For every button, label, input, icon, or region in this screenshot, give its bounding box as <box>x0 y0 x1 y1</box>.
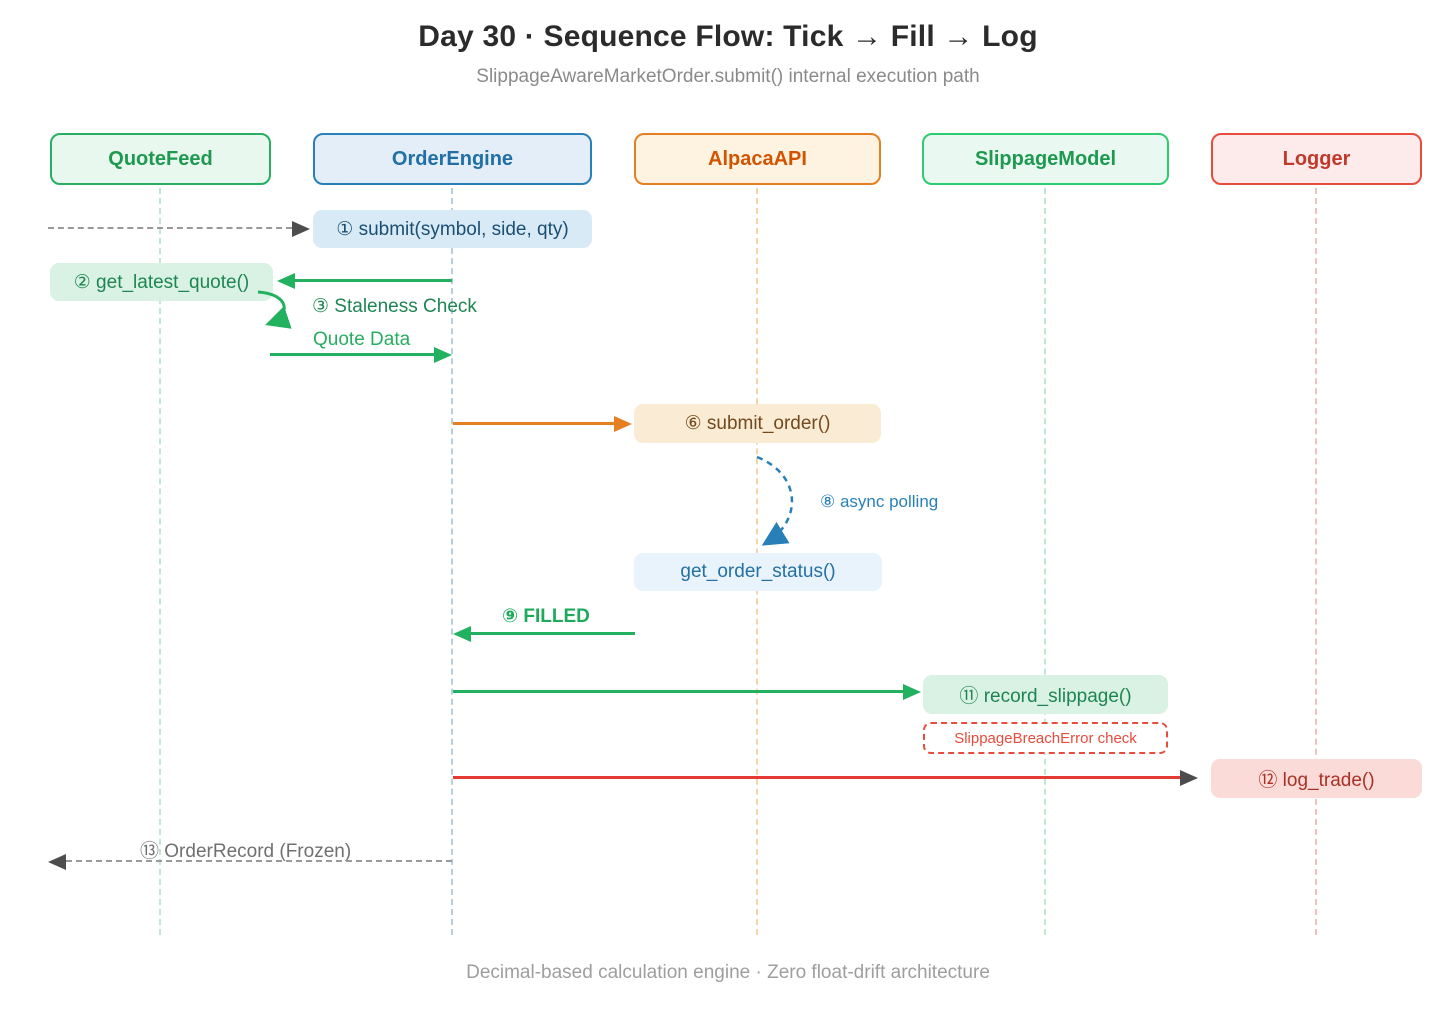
actor-orderengine: OrderEngine <box>313 133 592 185</box>
order-record-arrowhead-icon <box>48 854 66 870</box>
staleness-check-label: ③ Staleness Check <box>312 296 477 317</box>
order-record-arrow-line <box>66 860 452 862</box>
message-submit-label: ① submit(symbol, side, qty) <box>336 218 569 240</box>
message-submit-order-label: ⑥ submit_order() <box>684 413 831 434</box>
message-get-latest-quote-label: ② get_latest_quote() <box>73 271 250 293</box>
actor-alpacaapi: AlpacaAPI <box>634 133 881 185</box>
message-log-trade: ⑫ log_trade() <box>1211 759 1422 798</box>
message-submit-order: ⑥ submit_order() <box>634 404 881 443</box>
lifeline-logger <box>1315 188 1317 935</box>
log-trade-arrowhead-icon <box>1180 770 1198 786</box>
lifeline-slippagemodel <box>1044 188 1046 935</box>
page-subtitle: SlippageAwareMarketOrder.submit() intern… <box>476 66 980 87</box>
actor-quotefeed: QuoteFeed <box>50 133 271 185</box>
actor-slippagemodel-label: SlippageModel <box>974 147 1117 170</box>
filled-label: ⑨ FILLED <box>502 606 590 627</box>
quote-data-arrowhead-icon <box>434 347 452 363</box>
async-polling-label: ⑧ async polling <box>820 492 939 511</box>
log-trade-arrow-line <box>453 776 1180 779</box>
submit-order-arrow-line <box>453 422 614 425</box>
lifeline-orderengine <box>451 188 453 935</box>
actor-alpacaapi-label: AlpacaAPI <box>708 147 807 170</box>
get-latest-quote-arrow-line <box>295 279 452 282</box>
actor-quotefeed-label: QuoteFeed <box>108 147 213 170</box>
staleness-self-loop-arrow <box>257 290 292 329</box>
actor-logger: Logger <box>1211 133 1422 185</box>
actor-slippagemodel: SlippageModel <box>922 133 1169 185</box>
filled-arrowhead-icon <box>453 626 471 642</box>
lifeline-quotefeed <box>159 188 161 935</box>
message-record-slippage: ⑪ record_slippage() <box>923 675 1168 714</box>
message-submit: ① submit(symbol, side, qty) <box>313 210 592 248</box>
message-get-order-status: get_order_status() <box>634 553 882 591</box>
filled-arrow-line <box>471 632 635 635</box>
actor-orderengine-label: OrderEngine <box>391 147 514 170</box>
record-slippage-arrowhead-icon <box>903 684 921 700</box>
message-get-order-status-label: get_order_status() <box>680 561 836 582</box>
message-log-trade-label: ⑫ log_trade() <box>1258 770 1375 791</box>
submit-order-arrowhead-icon <box>614 416 632 432</box>
get-latest-quote-arrowhead-icon <box>277 273 295 289</box>
footer-note: Decimal-based calculation engine · Zero … <box>466 962 990 983</box>
quote-data-arrow-line <box>270 353 434 356</box>
async-polling-self-loop-arrow <box>756 455 794 546</box>
page-title: Day 30 · Sequence Flow: Tick → Fill → Lo… <box>418 20 1038 53</box>
message-get-latest-quote: ② get_latest_quote() <box>50 263 273 301</box>
actor-logger-label: Logger <box>1282 147 1351 170</box>
quote-data-label: Quote Data <box>313 329 411 350</box>
message-record-slippage-label: ⑪ record_slippage() <box>959 686 1132 707</box>
submit-arrow-line <box>48 227 292 229</box>
record-slippage-arrow-line <box>453 690 903 693</box>
slippage-breach-note: SlippageBreachError check <box>923 722 1168 754</box>
order-record-label: ⑬ OrderRecord (Frozen) <box>140 841 352 862</box>
submit-arrowhead-icon <box>292 221 310 237</box>
slippage-breach-note-label: SlippageBreachError check <box>954 729 1137 747</box>
